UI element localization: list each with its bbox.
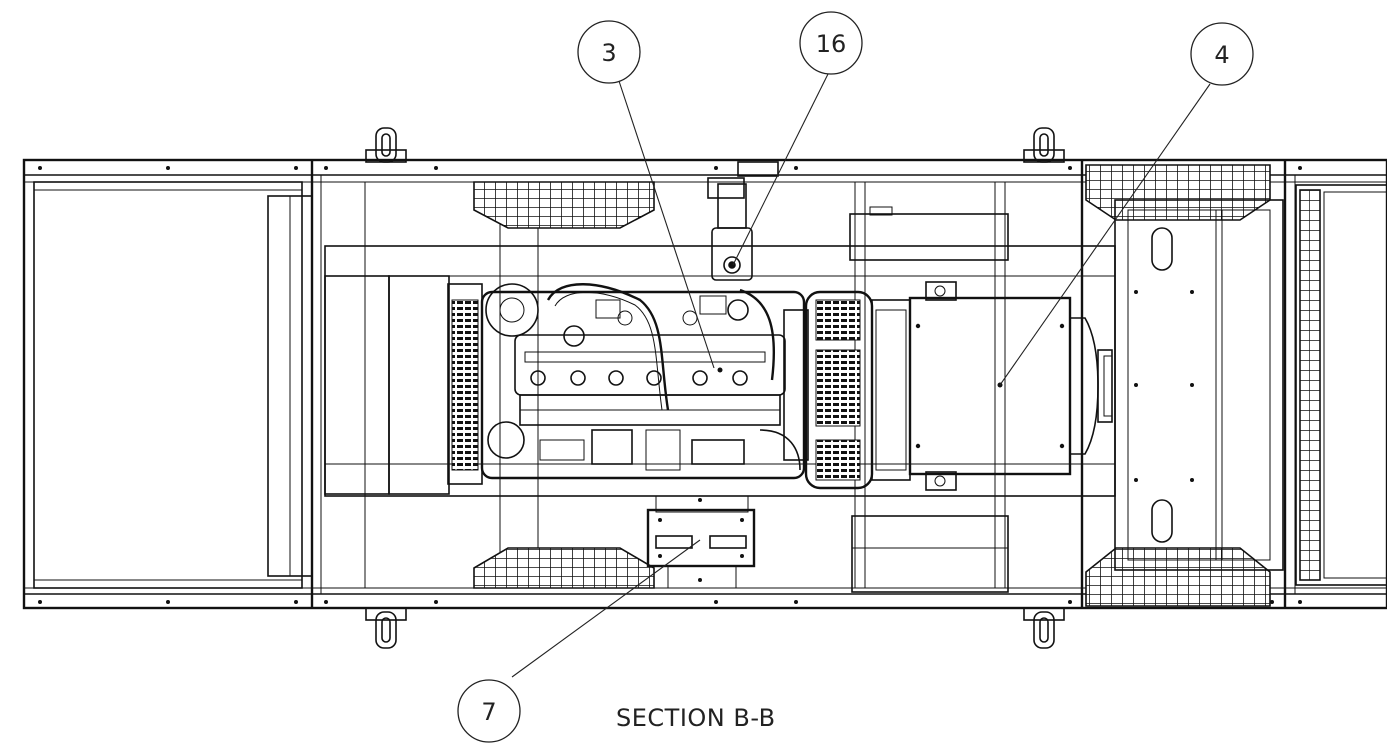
mount-pad bbox=[473, 181, 655, 229]
alternator-fan-housing bbox=[804, 290, 911, 490]
mount-pad bbox=[473, 547, 655, 589]
balloon-7: 7 bbox=[457, 679, 521, 743]
alternator bbox=[908, 281, 1113, 491]
engine bbox=[447, 283, 809, 485]
balloon-3-label: 3 bbox=[601, 39, 616, 67]
top-brackets bbox=[707, 161, 1009, 593]
leader-line-7 bbox=[511, 539, 701, 678]
mount-pad bbox=[1085, 547, 1271, 607]
balloon-4: 4 bbox=[1190, 22, 1254, 86]
lifting-eye bbox=[1023, 127, 1065, 163]
balloon-3: 3 bbox=[577, 20, 641, 84]
balloon-16: 16 bbox=[799, 11, 863, 75]
cylinder-heads bbox=[524, 351, 766, 386]
fuel-sensor bbox=[711, 183, 753, 281]
leader-lines bbox=[511, 69, 1211, 678]
leader-line-4 bbox=[999, 83, 1211, 386]
exhaust-panel bbox=[1114, 184, 1387, 586]
balloon-7-label: 7 bbox=[481, 698, 496, 726]
control-box bbox=[646, 495, 756, 589]
lifting-eye bbox=[1023, 607, 1065, 649]
lifting-eye bbox=[365, 607, 407, 649]
lifting-eye bbox=[365, 127, 407, 163]
leader-line-3 bbox=[617, 77, 715, 369]
balloon-16-label: 16 bbox=[816, 30, 847, 58]
enclosure-frame bbox=[22, 158, 1387, 610]
vibration-mounts bbox=[473, 164, 1271, 607]
balloon-4-label: 4 bbox=[1214, 41, 1229, 69]
mount-pad bbox=[1085, 164, 1271, 221]
section-caption: SECTION B-B bbox=[616, 704, 776, 732]
base-frame bbox=[324, 181, 1116, 589]
leader-line-16 bbox=[732, 69, 831, 266]
